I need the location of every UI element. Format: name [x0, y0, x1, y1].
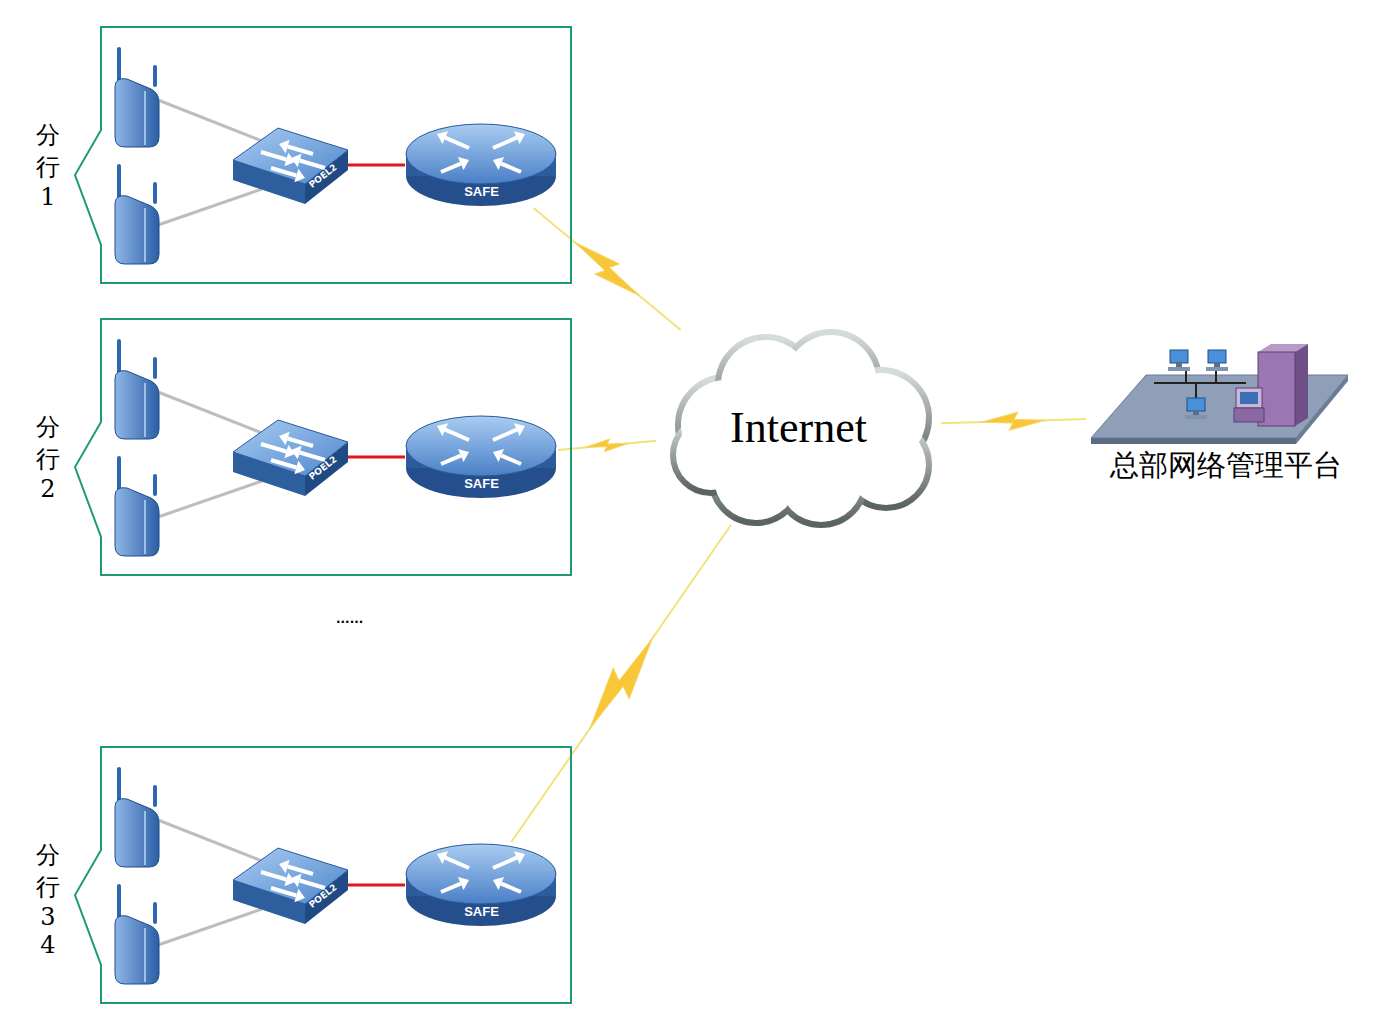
router-node: SAFE — [405, 414, 558, 500]
cable-link — [348, 457, 405, 458]
branch-label: 分行1 — [36, 119, 60, 211]
router-node: SAFE — [405, 122, 558, 208]
cloud-node: Internet — [652, 330, 945, 525]
cable-link — [348, 165, 405, 166]
wireless-link — [533, 208, 680, 330]
router-node: SAFE — [405, 842, 558, 928]
branch-node: 分行2 POEL2SAFE — [30, 319, 572, 576]
router-label: SAFE — [405, 904, 558, 919]
branch-node: 分行1 POEL2SAFE — [30, 27, 572, 284]
wireless-link — [511, 525, 731, 842]
continuation-dots: ...... — [336, 612, 348, 626]
switch-node: POEL2 — [233, 122, 348, 208]
switch-node: POEL2 — [233, 414, 348, 500]
hq-node: 总部网络管理平台 — [1082, 340, 1370, 490]
wireless-link — [941, 412, 1086, 430]
branch-node: 分行34 POEL2SAFE — [30, 747, 572, 1004]
router-label: SAFE — [405, 476, 558, 491]
cloud-label: Internet — [652, 402, 945, 453]
branch-label: 分行34 — [36, 839, 60, 959]
platform-label: 总部网络管理平台 — [1082, 446, 1370, 486]
switch-node: POEL2 — [233, 842, 348, 928]
cable-link — [348, 885, 405, 886]
wireless-link — [558, 439, 656, 452]
branch-label: 分行2 — [36, 411, 60, 503]
router-label: SAFE — [405, 184, 558, 199]
